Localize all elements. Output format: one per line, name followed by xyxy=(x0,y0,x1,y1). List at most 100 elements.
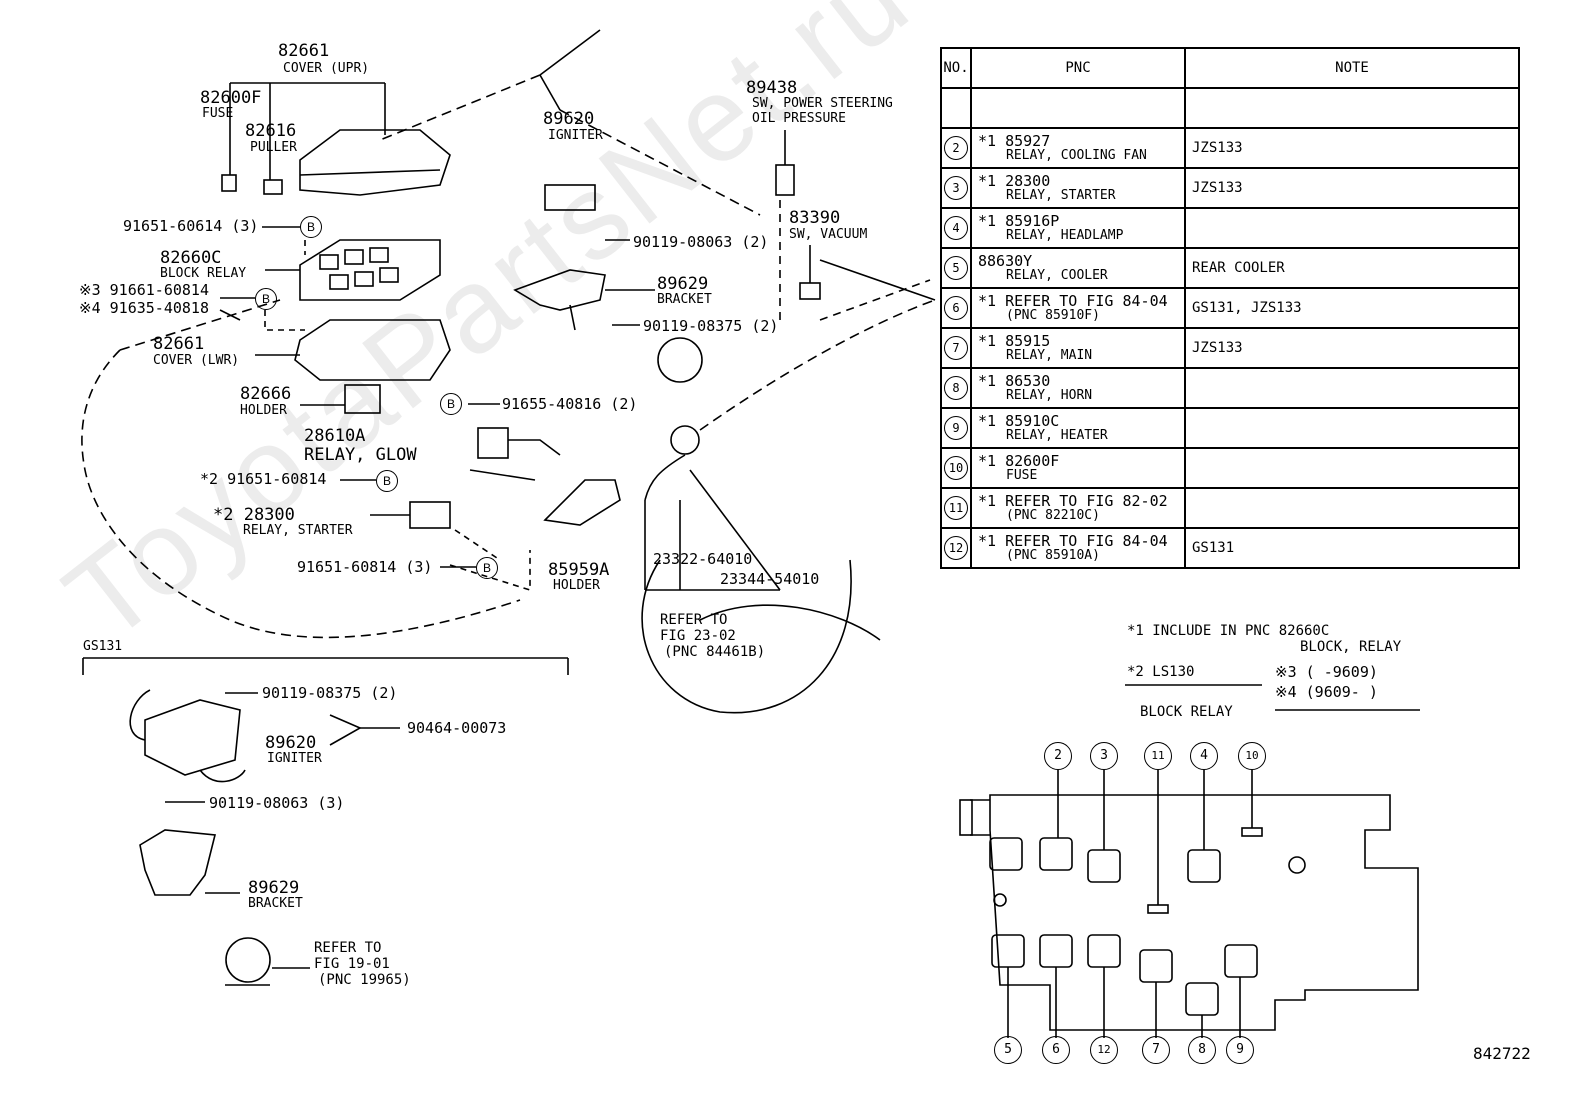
row-number-cell: 11 xyxy=(940,487,972,529)
block-num-8: 8 xyxy=(1188,1036,1216,1064)
block-num-7: 7 xyxy=(1142,1036,1170,1064)
row-number-cell: 6 xyxy=(940,287,972,329)
header-pnc: PNC xyxy=(970,47,1186,89)
table-header-row: NO. PNC NOTE xyxy=(940,47,1520,89)
row-number-cell: 7 xyxy=(940,327,972,369)
diagram-id: 842722 xyxy=(1473,1044,1531,1063)
row-number-cell: 9 xyxy=(940,407,972,449)
gs131-part-89620-number: 89620 xyxy=(265,733,317,753)
pnc-description: RELAY, MAIN xyxy=(1006,348,1093,363)
part-89620-name: IGNITER xyxy=(548,128,603,143)
part-85959a-name: HOLDER xyxy=(553,578,600,593)
note-cell: REAR COOLER xyxy=(1184,247,1520,289)
block-num-4: 4 xyxy=(1190,742,1218,770)
row-number-cell xyxy=(940,87,972,129)
part-89629-name: BRACKET xyxy=(657,292,712,307)
block-num-3: 3 xyxy=(1090,742,1118,770)
row-number-cell: 5 xyxy=(940,247,972,289)
pnc-cell: *1 REFER TO FIG 84-04(PNC 85910A) xyxy=(970,527,1186,569)
table-row: 11*1 REFER TO FIG 82-02(PNC 82210C) xyxy=(940,487,1520,529)
part-28300-number: *2 28300 xyxy=(213,505,295,525)
pnc-description: RELAY, HEADLAMP xyxy=(1006,228,1124,243)
part-82660c-number: 82660C xyxy=(160,248,222,268)
pnc-cell: *1 REFER TO FIG 82-02(PNC 82210C) xyxy=(970,487,1186,529)
note-cell xyxy=(1184,407,1520,449)
callout-b-3: B xyxy=(376,470,398,492)
row-number: 5 xyxy=(944,256,968,280)
bolt-91651-60814-3: 91651-60814 (3) xyxy=(297,558,433,576)
ref-fig-19-01-line2: FIG 19-01 xyxy=(314,956,390,972)
pnc-cell: *1 REFER TO FIG 84-04(PNC 85910F) xyxy=(970,287,1186,329)
note-cell: GS131, JZS133 xyxy=(1184,287,1520,329)
note-cell xyxy=(1184,447,1520,489)
row-number: 6 xyxy=(944,296,968,320)
row-number: 8 xyxy=(944,376,968,400)
ref-fig-23-02-line1: REFER TO xyxy=(660,612,728,628)
part-28610a-name: RELAY, GLOW xyxy=(304,445,417,465)
bolt-90119-08063: 90119-08063 (2) xyxy=(633,233,769,251)
pnc-cell xyxy=(970,87,1186,129)
row-number-cell: 10 xyxy=(940,447,972,489)
row-number: 4 xyxy=(944,216,968,240)
part-82661-number: 82661 xyxy=(278,41,330,61)
part-82616-name: PULLER xyxy=(250,140,297,155)
part-89620-number: 89620 xyxy=(543,109,595,129)
note-2: *2 LS130 xyxy=(1127,664,1195,680)
block-num-2: 2 xyxy=(1044,742,1072,770)
pnc-number: *1 28300 xyxy=(978,172,1051,190)
row-number: 2 xyxy=(944,136,968,160)
note-cell: GS131 xyxy=(1184,527,1520,569)
gs131-bolt-90119-08375: 90119-08375 (2) xyxy=(262,684,398,702)
part-82661-lwr-name: COVER (LWR) xyxy=(153,353,240,368)
pnc-number: 88630Y xyxy=(978,252,1033,270)
part-23344-54010: 23344-54010 xyxy=(720,570,820,588)
pnc-number: *1 85910C xyxy=(978,412,1060,430)
gs131-part-89629-number: 89629 xyxy=(248,878,300,898)
note-cell xyxy=(1184,207,1520,249)
block-num-9: 9 xyxy=(1226,1036,1254,1064)
part-82600f-number: 82600F xyxy=(200,88,262,108)
part-82660c-name: BLOCK RELAY xyxy=(160,266,247,281)
pnc-number: *1 REFER TO FIG 82-02 xyxy=(978,492,1168,510)
row-number: 10 xyxy=(944,456,968,480)
part-82616-number: 82616 xyxy=(245,121,297,141)
callout-b-5: B xyxy=(440,393,462,415)
bolt-91661-60814: ※3 91661-60814 xyxy=(79,281,209,299)
callout-b-4: B xyxy=(476,557,498,579)
note-cell xyxy=(1184,487,1520,529)
part-85959a-number: 85959A xyxy=(548,560,610,580)
part-82666-number: 82666 xyxy=(240,384,292,404)
part-23322-64010: 23322-64010 xyxy=(653,550,753,568)
note-1-line2: BLOCK, RELAY xyxy=(1300,639,1402,655)
callout-b-1: B xyxy=(300,216,322,238)
gs131-part-89620-name: IGNITER xyxy=(267,751,322,766)
pnc-description: FUSE xyxy=(1006,468,1038,483)
bolt-91651-60614: 91651-60614 (3) xyxy=(123,217,259,235)
block-num-10: 10 xyxy=(1238,742,1266,770)
part-89629-number: 89629 xyxy=(657,274,709,294)
pnc-description: (PNC 85910A) xyxy=(1006,548,1100,563)
block-num-6: 6 xyxy=(1042,1036,1070,1064)
pnc-number: *1 85927 xyxy=(978,132,1051,150)
note-3: ※3 ( -9609) xyxy=(1275,663,1378,681)
part-82600f-name: FUSE xyxy=(202,106,234,121)
pnc-number: *1 85916P xyxy=(978,212,1060,230)
block-num-11: 11 xyxy=(1144,742,1172,770)
part-83390-name: SW, VACUUM xyxy=(789,227,868,242)
note-1-line1: *1 INCLUDE IN PNC 82660C xyxy=(1127,623,1330,639)
row-number: 3 xyxy=(944,176,968,200)
pnc-description: RELAY, HORN xyxy=(1006,388,1093,403)
part-89438-number: 89438 xyxy=(746,78,798,98)
pnc-description: RELAY, COOLER xyxy=(1006,268,1108,283)
